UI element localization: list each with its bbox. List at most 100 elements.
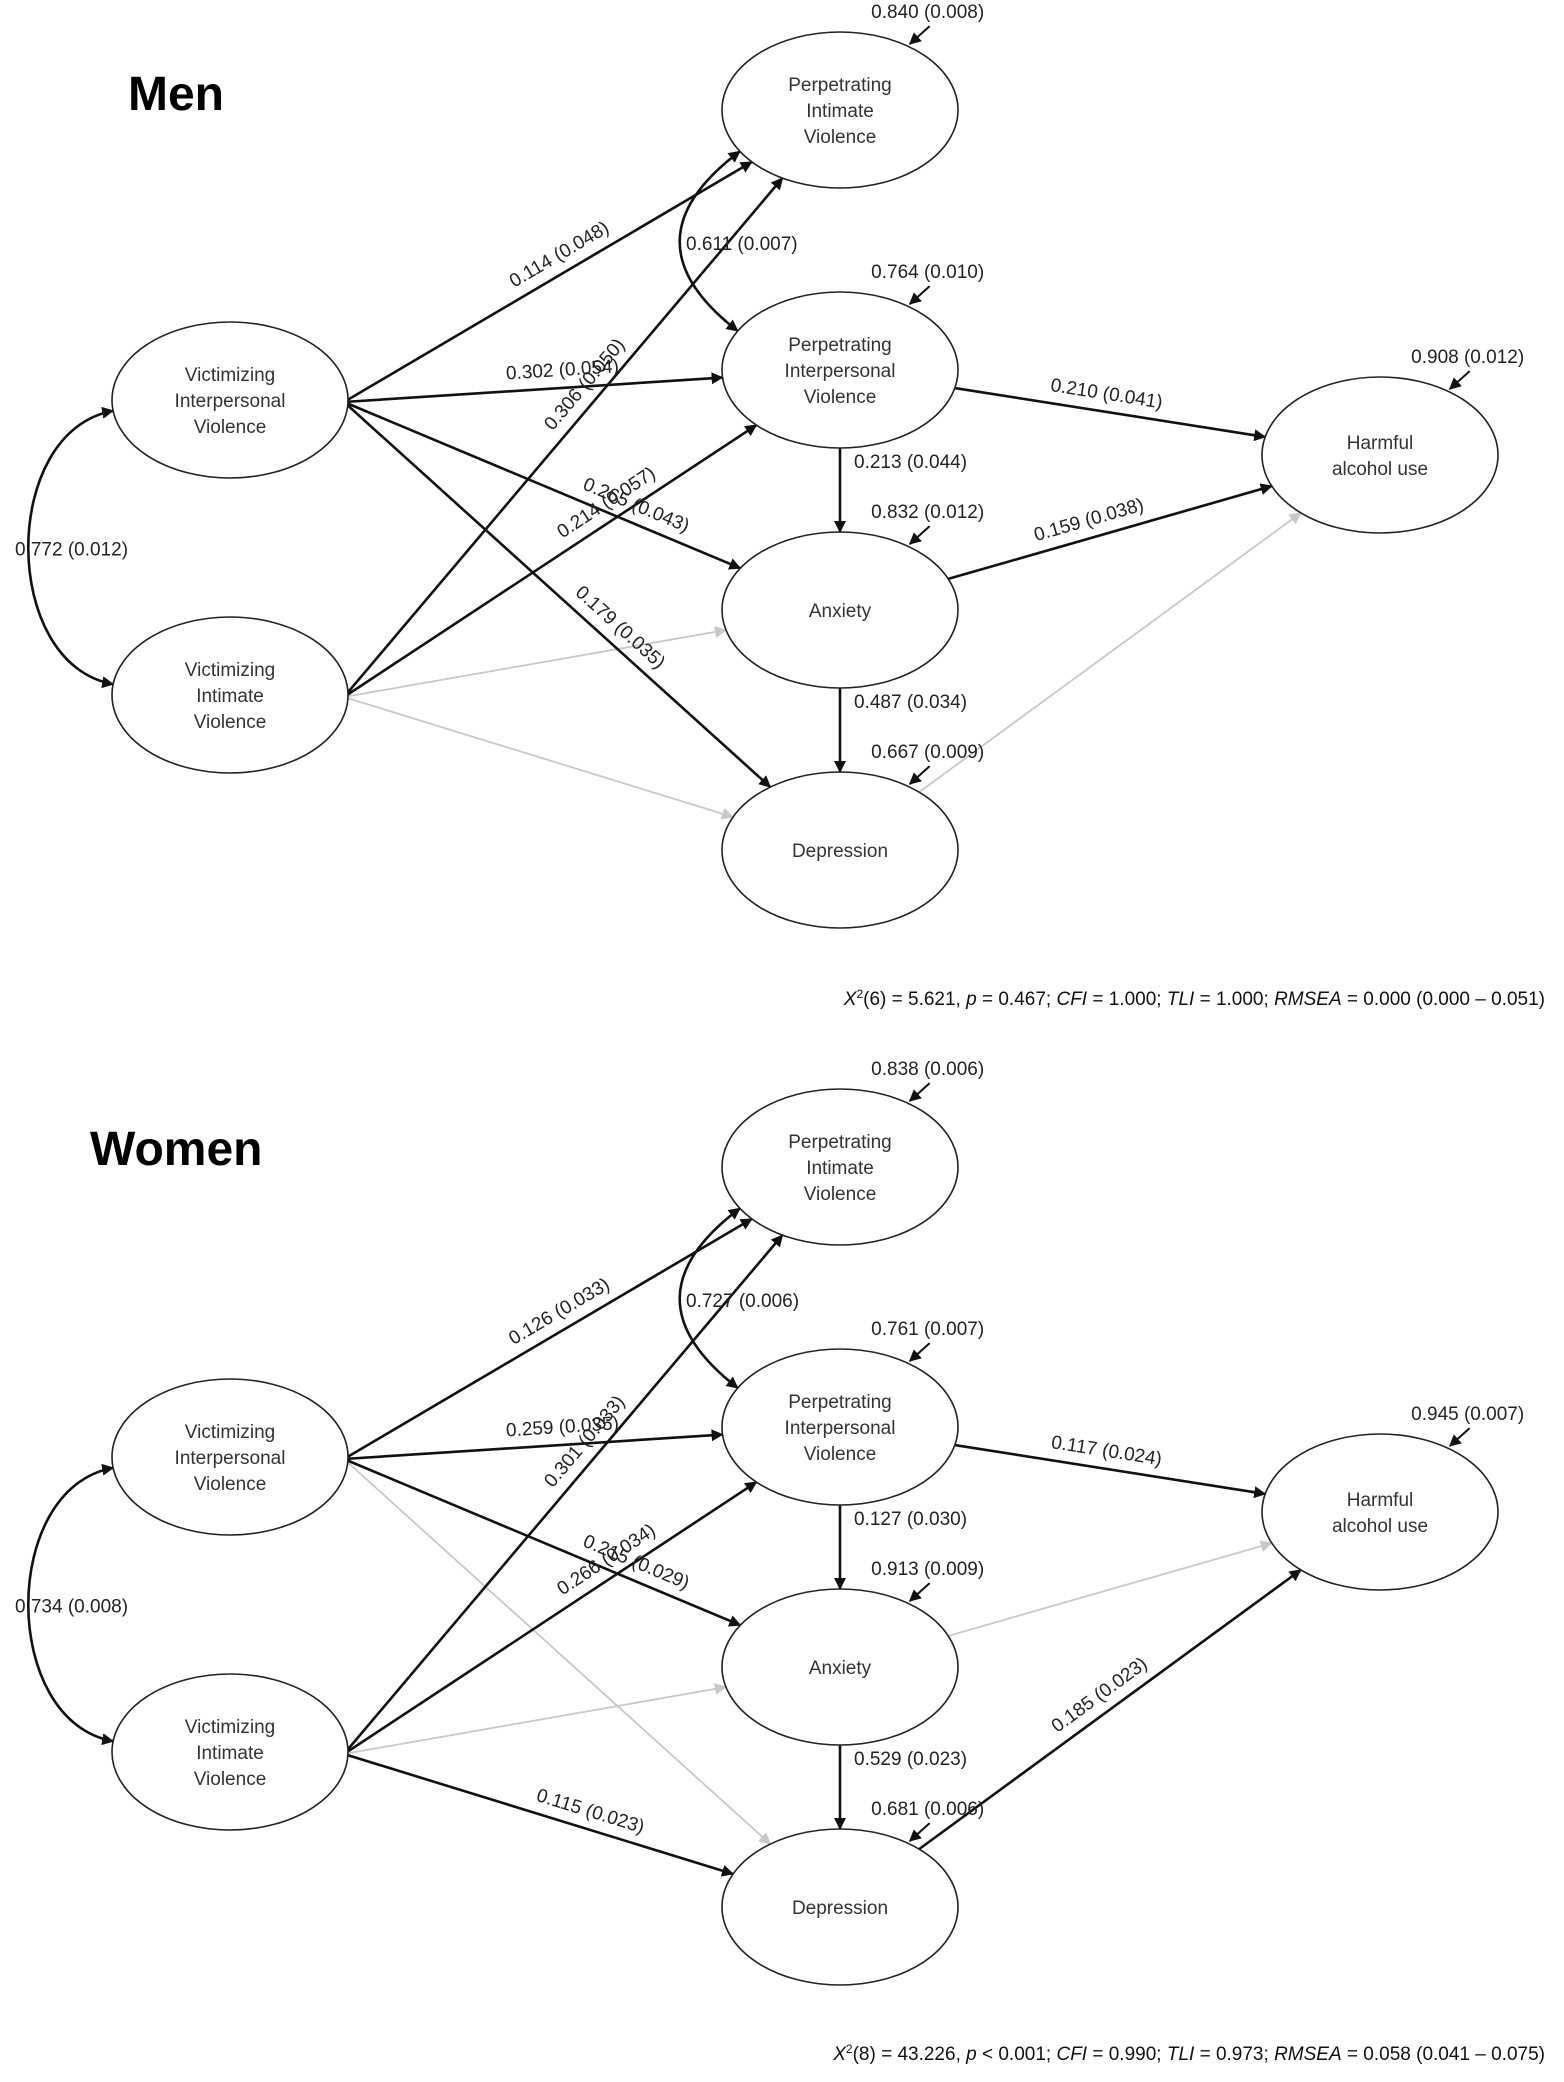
node-label-line: Depression [792,841,888,862]
paths-layer [343,1082,1471,1877]
node-label-line: Violence [194,1474,267,1495]
path-piv-to-hau [954,1443,1267,1499]
residual-arrow-anx [908,525,931,545]
node-ellipse [111,321,349,479]
residual-label-pin: 0.840 (0.008) [871,2,984,23]
node-label-line: Perpetrating [788,1392,892,1413]
path-label-anx-to-dep: 0.529 (0.023) [854,1749,967,1770]
node-label-line: Victimizing [185,365,275,386]
node-label-line: Victimizing [185,660,275,681]
model-fit-statistics: X2(8) = 43.226, p < 0.001; CFI = 0.990; … [832,2042,1545,2065]
node-label-line: Interpersonal [785,361,896,382]
path-label-viv-to-dep: 0.179 (0.035) [571,582,669,673]
path-label-viv-to-pin: 0.126 (0.033) [505,1274,613,1349]
residual-arrow-pin [908,25,931,45]
model-fit-statistics: X2(6) = 5.621, p = 0.467; CFI = 1.000; T… [843,987,1545,1010]
node-ellipse [111,1673,349,1831]
path-viv-to-piv [343,1429,724,1461]
residual-arrow-hau [1448,1427,1471,1447]
fit-segment: 2 [846,2042,853,2056]
path-anx-to-hau [947,483,1273,581]
node-ellipse [721,771,959,929]
node-ellipse [111,616,349,774]
panel-title: Women [90,1123,262,1176]
fit-segment: = 1.000; [1194,989,1274,1010]
residual-label-piv: 0.761 (0.007) [871,1319,984,1340]
covariances-layer [26,150,741,689]
fit-segment: p [965,989,977,1010]
node-ellipse [1261,1433,1499,1591]
node-ellipse [721,1588,959,1746]
path-viv-to-pin [343,160,753,404]
residual-arrow-dep [908,765,931,785]
node-ellipse [721,1828,959,1986]
node-ellipse [111,1378,349,1536]
node-ellipse [721,31,959,189]
path-vin-to-anx [343,1682,727,1755]
residual-label-pin: 0.838 (0.006) [871,1059,984,1080]
panel-men: MenVictimizingInterpersonalViolenceVicti… [15,2,1545,1010]
residual-arrow-hau [1448,370,1471,390]
node-label-line: Perpetrating [788,335,892,356]
fit-segment: = 0.000 (0.000 – 0.051) [1342,989,1545,1010]
node-label-line: Violence [194,712,267,733]
node-label-line: Violence [804,1444,877,1465]
covariance-pin-piv [678,1207,741,1390]
path-label-piv-to-hau: 0.210 (0.041) [1049,375,1164,413]
depression-node: Depression [721,771,959,929]
depression-node: Depression [721,1828,959,1986]
node-label-line: Intimate [196,686,264,707]
path-viv-to-pin [343,1217,753,1461]
node-label-line: Anxiety [809,601,872,622]
path-label-piv-to-anx: 0.127 (0.030) [854,1509,967,1530]
covariance-viv-vin [26,406,115,689]
paths-layer [343,25,1471,820]
fit-segment: TLI [1167,989,1195,1010]
covariance-label-viv-vin: 0.772 (0.012) [15,540,128,561]
path-label-piv-to-anx: 0.213 (0.044) [854,452,967,473]
covariance-pin-piv [678,150,741,333]
residual-arrow-dep [908,1822,931,1842]
node-label-line: Perpetrating [788,1132,892,1153]
node-label-line: Interpersonal [175,391,286,412]
path-viv-to-dep [343,1458,772,1845]
fit-segment: (8) = 43.226, [853,2044,967,2065]
node-label-line: alcohol use [1332,1516,1428,1537]
fit-segment: X [832,2044,847,2065]
path-label-viv-to-pin: 0.114 (0.048) [506,217,613,292]
fit-segment: = 1.000; [1087,989,1167,1010]
covariance-label-pin-piv: 0.611 (0.007) [686,234,798,255]
path-label-anx-to-dep: 0.487 (0.034) [854,692,967,713]
node-label-line: Intimate [806,101,874,122]
fit-segment: = 0.973; [1194,2044,1274,2065]
path-dep-to-hau [918,512,1302,793]
node-label-line: Violence [804,1184,877,1205]
node-label-line: Interpersonal [785,1418,896,1439]
node-ellipse [1261,376,1499,534]
fit-segment: TLI [1167,2044,1195,2065]
fit-segment: = 0.990; [1087,2044,1167,2065]
residual-label-hau: 0.908 (0.012) [1411,347,1524,368]
node-label-line: Harmful [1347,1490,1414,1511]
fit-segment: CFI [1056,2044,1087,2065]
fit-segment: = 0.467; [977,989,1057,1010]
path-label-piv-to-hau: 0.117 (0.024) [1050,1432,1164,1470]
node-ellipse [721,1348,959,1506]
path-vin-to-piv [343,423,758,699]
residual-label-piv: 0.764 (0.010) [871,262,984,283]
nodes-layer: VictimizingInterpersonalViolenceVictimiz… [111,31,1499,929]
node-label-line: Anxiety [809,1658,872,1679]
panel-title: Men [128,68,224,121]
node-ellipse [721,291,959,449]
fit-segment: CFI [1056,989,1087,1010]
anxiety-node: Anxiety [721,1588,959,1746]
node-label-line: Violence [804,387,877,408]
node-ellipse [721,531,959,689]
